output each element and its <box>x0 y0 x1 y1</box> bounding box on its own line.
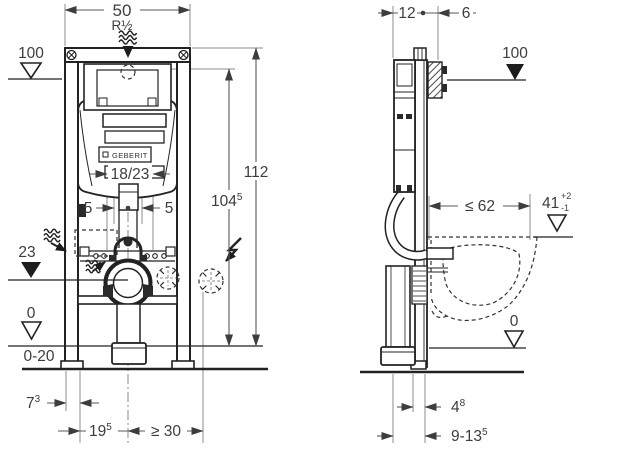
side-flush-bend <box>384 191 454 273</box>
knockout-icon <box>156 266 180 290</box>
water-supply-icon <box>85 259 106 274</box>
screw-icon <box>178 49 189 61</box>
floor-level-label: 0 <box>27 305 36 322</box>
actuator-rod-hole <box>120 64 136 80</box>
dimension-outlet-offset: 48 <box>397 398 466 416</box>
side-drain-pipe <box>380 265 416 366</box>
outlet-offset-label: 48 <box>451 398 466 416</box>
side-cistern <box>393 59 416 193</box>
drain-bend <box>103 258 153 308</box>
floor-level-side-label: 0 <box>510 313 519 330</box>
frame-depth-label: 12 <box>398 5 415 22</box>
level-marker-seat: 41 +2 -1 <box>534 191 573 238</box>
dimension-bowl-depth: ≤ 62 <box>428 196 531 215</box>
level-marker-floor-front: 0 0-20 <box>20 305 55 365</box>
bowl-depth-label: ≤ 62 <box>465 198 495 215</box>
side-view: 100 41 +2 -1 0 12 6 ≤ <box>360 4 573 445</box>
offset-left-label: 5 <box>84 200 93 217</box>
supply-level-label: 100 <box>18 45 44 62</box>
outlet-level-label: 23 <box>18 244 35 261</box>
front-offset-label: 6 <box>462 5 471 22</box>
offset-right-label: 5 <box>165 200 174 217</box>
seat-height-label: 41 <box>542 195 559 212</box>
water-supply-icon <box>43 228 67 252</box>
threaded-rod-sleeve <box>411 265 428 305</box>
electrical-connection-icon <box>225 237 242 262</box>
level-marker-supply: 100 <box>8 45 62 80</box>
bend-clamp <box>109 236 147 261</box>
dimension-drain-offset: 195 <box>58 421 128 440</box>
dimension-total-height: 112 <box>240 47 273 347</box>
floor-range-label: 0-20 <box>23 348 54 365</box>
level-marker-outlet: 23 <box>8 244 128 281</box>
knockout-icon <box>198 268 224 294</box>
access-opening <box>83 63 172 111</box>
actuator-level-label: 100 <box>502 45 528 62</box>
side-clearance-label: ≥ 30 <box>151 423 181 440</box>
level-marker-actuator: 100 <box>447 45 528 81</box>
logo-text: GEBERIT <box>112 151 148 160</box>
angle-valve-space <box>74 229 118 257</box>
dimension-foot-depth: 73 <box>26 394 99 412</box>
drain-pipe <box>111 303 147 365</box>
actuator-fixing-label: 18/23 <box>111 166 150 183</box>
foot-depth-label: 73 <box>26 394 41 412</box>
seat-tol-minus: -1 <box>561 203 569 213</box>
actuator-plate <box>427 61 447 99</box>
total-height-label: 112 <box>244 164 269 181</box>
front-view: GEBERIT <box>8 1 273 445</box>
dimension-side-clearance: ≥ 30 <box>127 421 204 440</box>
actuation-height-label: 1045 <box>211 192 243 210</box>
supply-connection-stub <box>413 47 427 61</box>
dimension-actuation-height: 1045 <box>208 68 250 347</box>
drain-offset-label: 195 <box>89 422 112 440</box>
level-marker-floor-side: 0 <box>503 313 525 349</box>
dimension-width: 50 R½ <box>64 1 191 33</box>
screw-icon <box>66 49 77 61</box>
supply-thread-label: R½ <box>111 18 132 33</box>
seat-tol-plus: +2 <box>561 191 571 201</box>
water-supply-icon <box>118 30 138 58</box>
dimension-frame-depth: 12 6 <box>378 4 476 22</box>
dimension-offset-left: 5 5 <box>84 200 174 217</box>
geberit-logo: GEBERIT <box>98 146 152 163</box>
width-label: 50 <box>113 1 132 20</box>
outlet-height-range-label: 9-135 <box>451 427 488 445</box>
dimension-actuator-fixing: 18/23 <box>90 165 170 183</box>
dimension-outlet-height-range: 9-135 <box>377 427 488 445</box>
